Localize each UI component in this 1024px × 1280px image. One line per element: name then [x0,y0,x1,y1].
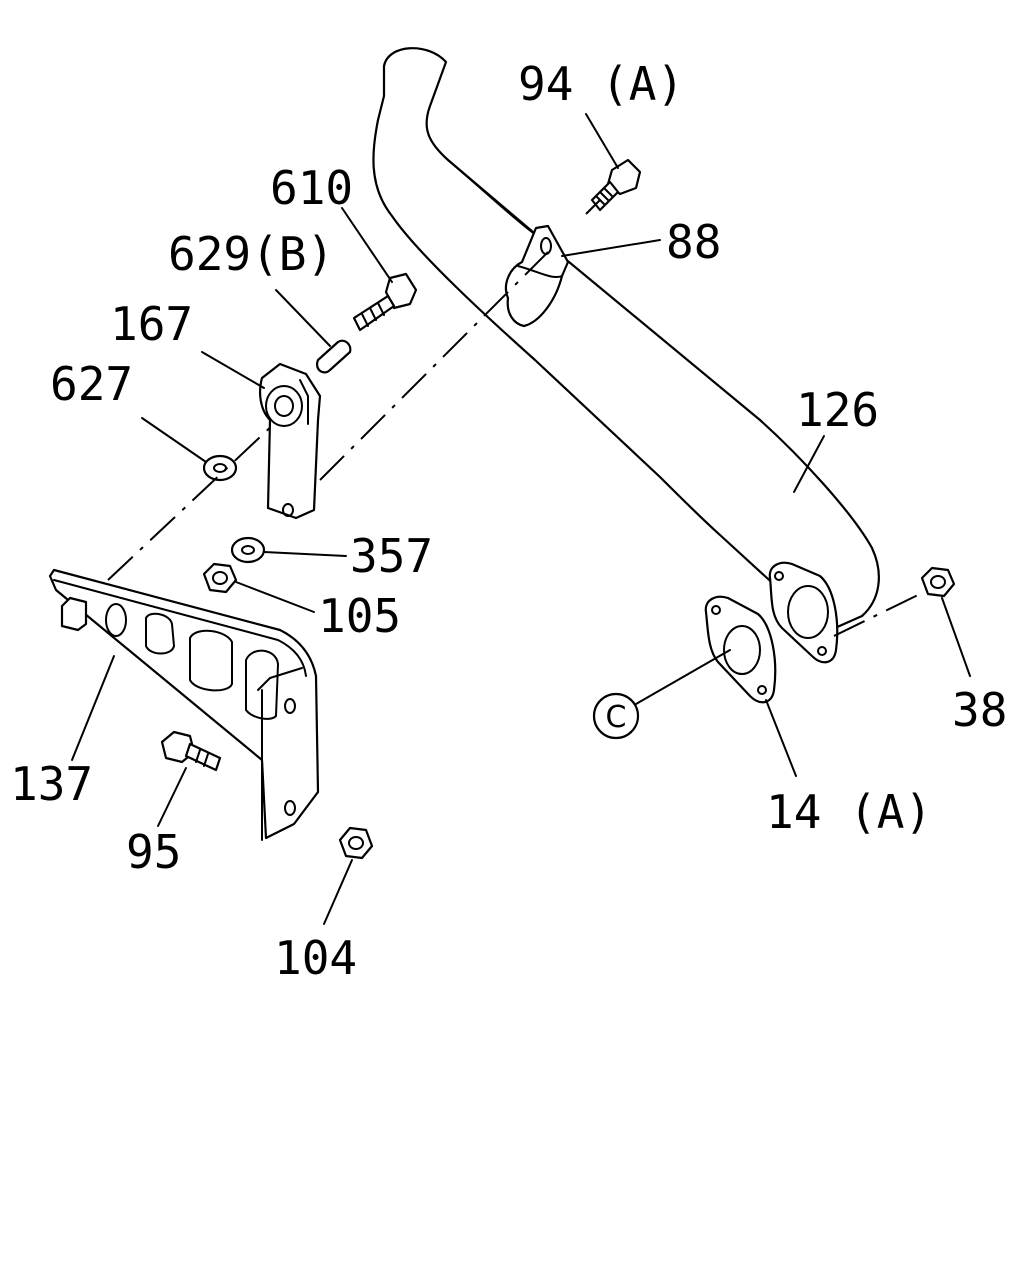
washer-357 [230,536,266,564]
collar-629b [316,339,352,374]
callout-104: 104 [274,931,357,985]
callout-610: 610 [270,161,353,215]
reference-marker-c: C [592,692,640,740]
bracket-167 [259,362,322,520]
clamp-88 [504,224,570,328]
callout-357: 357 [350,529,433,583]
pipe-126 [372,47,880,634]
assembly-lines [107,199,925,637]
callout-14a: 14 (A) [766,785,932,839]
callout-126: 126 [796,383,879,437]
callout-88: 88 [666,215,721,269]
pipe-flange [768,561,839,664]
callout-95: 95 [126,825,181,879]
bolt-94a [590,158,642,212]
gasket-14a [704,595,777,704]
callout-105: 105 [318,589,401,643]
reference-marker-label: C [606,700,627,735]
nut-38 [920,566,956,598]
callout-94a: 94 (A) [518,57,684,111]
bolt-610 [352,272,418,332]
leader-lines [71,113,971,925]
bracket-137 [48,568,320,841]
callout-629b: 629(B) [168,227,334,281]
callout-137: 137 [10,757,93,811]
callout-627: 627 [50,357,133,411]
bolt-95 [160,730,222,772]
nut-105 [202,562,238,594]
washer-627 [202,454,238,482]
nut-104 [338,826,374,860]
callout-38: 38 [952,683,1007,737]
callout-167: 167 [110,297,193,351]
